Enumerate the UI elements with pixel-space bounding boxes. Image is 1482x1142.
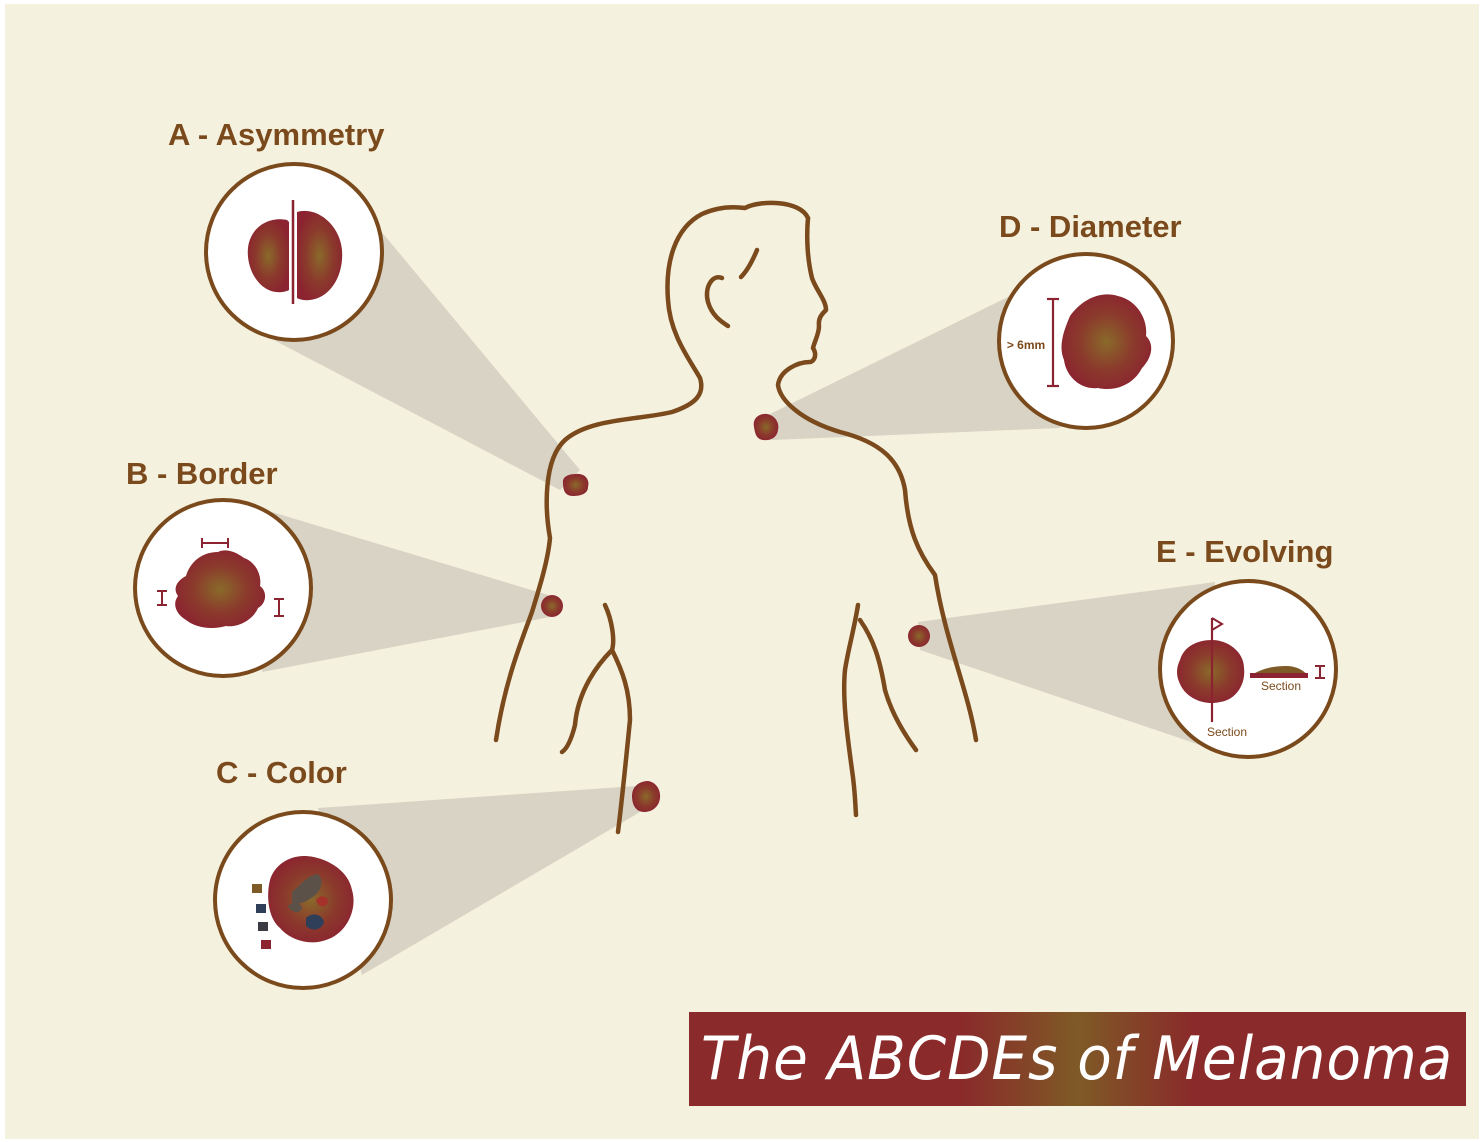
beam-c <box>318 786 640 975</box>
border-mole-icon <box>157 538 284 628</box>
mole-arm <box>908 625 930 647</box>
title-banner: The ABCDEs of Melanoma <box>689 1012 1466 1106</box>
mole-hip <box>632 781 661 812</box>
label-color: C - Color <box>216 755 347 790</box>
section-top-label: Section <box>1261 679 1301 693</box>
beam-b <box>262 512 550 672</box>
beam-e <box>918 582 1215 745</box>
label-diameter: D - Diameter <box>999 209 1182 244</box>
diameter-mole-icon: > 6mm <box>1007 294 1152 390</box>
diameter-measure-label: > 6mm <box>1007 338 1045 352</box>
evolving-mole-icon: Section Section <box>1177 617 1325 739</box>
diameter-circle: > 6mm <box>997 252 1175 430</box>
mole-chest <box>541 595 563 617</box>
evolving-circle: Section Section <box>1158 579 1338 759</box>
asymmetry-mole-icon <box>247 200 343 304</box>
mole-neck <box>753 413 779 441</box>
asymmetry-circle <box>204 162 384 342</box>
color-circle <box>213 810 393 990</box>
label-asymmetry: A - Asymmetry <box>168 117 385 152</box>
magnifier-beams <box>262 230 1215 975</box>
mole-shoulder <box>562 473 589 496</box>
body-moles <box>541 413 930 812</box>
label-evolving: E - Evolving <box>1156 534 1334 569</box>
label-border: B - Border <box>126 456 278 491</box>
title-banner-bg <box>689 1012 1466 1106</box>
color-mole-icon <box>252 856 354 949</box>
beam-d <box>766 290 1060 440</box>
page-title: The ABCDEs of Melanoma <box>701 1024 1454 1094</box>
section-bottom-label: Section <box>1207 725 1247 739</box>
body-outline <box>493 200 979 835</box>
border-circle <box>133 498 313 678</box>
